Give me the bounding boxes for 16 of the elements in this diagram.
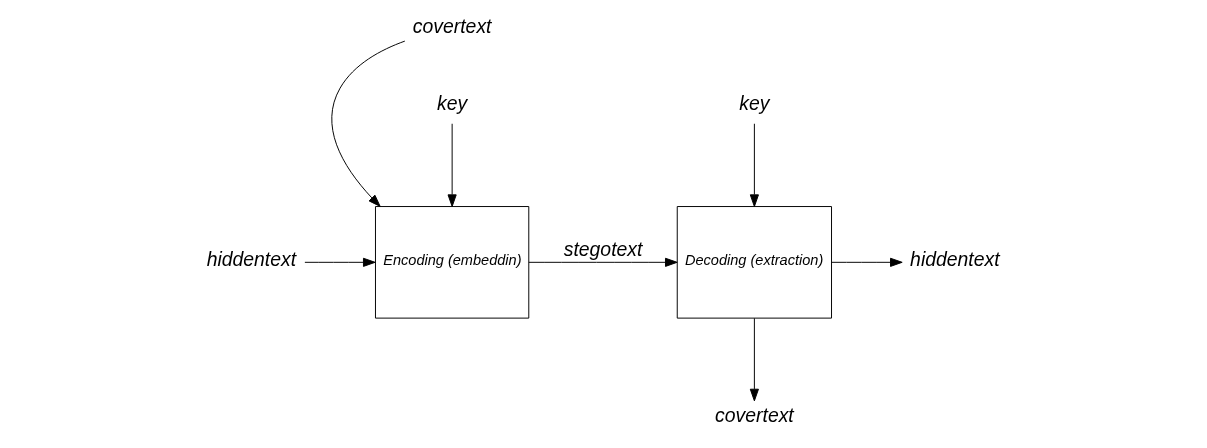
arrow <box>447 123 457 207</box>
node-box: Decoding (extraction) <box>676 206 832 319</box>
node-text: hiddentext <box>910 248 1000 271</box>
arrow <box>304 257 376 267</box>
node-box: Encoding (embeddin) <box>375 206 530 319</box>
node-text: hiddentext <box>206 248 297 271</box>
arrow <box>528 257 678 267</box>
node-text: key <box>437 91 468 114</box>
node-text: covertext <box>715 404 794 427</box>
arrow <box>749 123 759 207</box>
arrow <box>331 40 406 207</box>
node-text: covertext <box>412 15 492 38</box>
arrow <box>749 317 759 402</box>
edge-label: stegotext <box>563 237 643 260</box>
arrow <box>831 257 903 267</box>
node-text: key <box>739 91 770 114</box>
